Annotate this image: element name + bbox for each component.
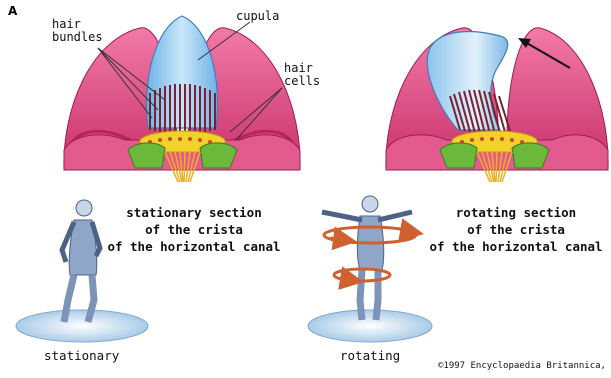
hair-bundles-label: hair bundles (52, 18, 103, 44)
rotating-caption-line2: of the crista (426, 221, 606, 238)
rotating-crista (386, 28, 608, 182)
hair-cells-label-line2: cells (284, 75, 320, 88)
rotating-caption-line3: of the horizontal canal (426, 238, 606, 255)
stationary-caption-line2: of the crista (106, 221, 282, 238)
rotation-arrow-2 (400, 230, 412, 232)
rotation-arrow-3 (340, 278, 352, 280)
rotating-caption-line1: rotating section (426, 204, 606, 221)
hair-cells-label: hair cells (284, 62, 320, 88)
copyright-notice: ©1997 Encyclopaedia Britannica, Inc. (438, 361, 608, 371)
rotating-caption: rotating section of the crista of the ho… (426, 204, 606, 255)
rotation-arrow-1 (330, 238, 345, 240)
hair-bundles-label-line2: bundles (52, 31, 103, 44)
platform-stationary (16, 310, 148, 342)
rotating-person (308, 196, 432, 342)
stationary-label: stationary (44, 348, 119, 363)
stationary-caption: stationary section of the crista of the … (106, 204, 282, 255)
stationary-caption-line3: of the horizontal canal (106, 238, 282, 255)
rotating-label: rotating (340, 348, 400, 363)
cupula-label: cupula (236, 10, 279, 23)
platform-rotating (308, 310, 432, 342)
stationary-caption-line1: stationary section (106, 204, 282, 221)
cupula-stationary (147, 16, 218, 128)
